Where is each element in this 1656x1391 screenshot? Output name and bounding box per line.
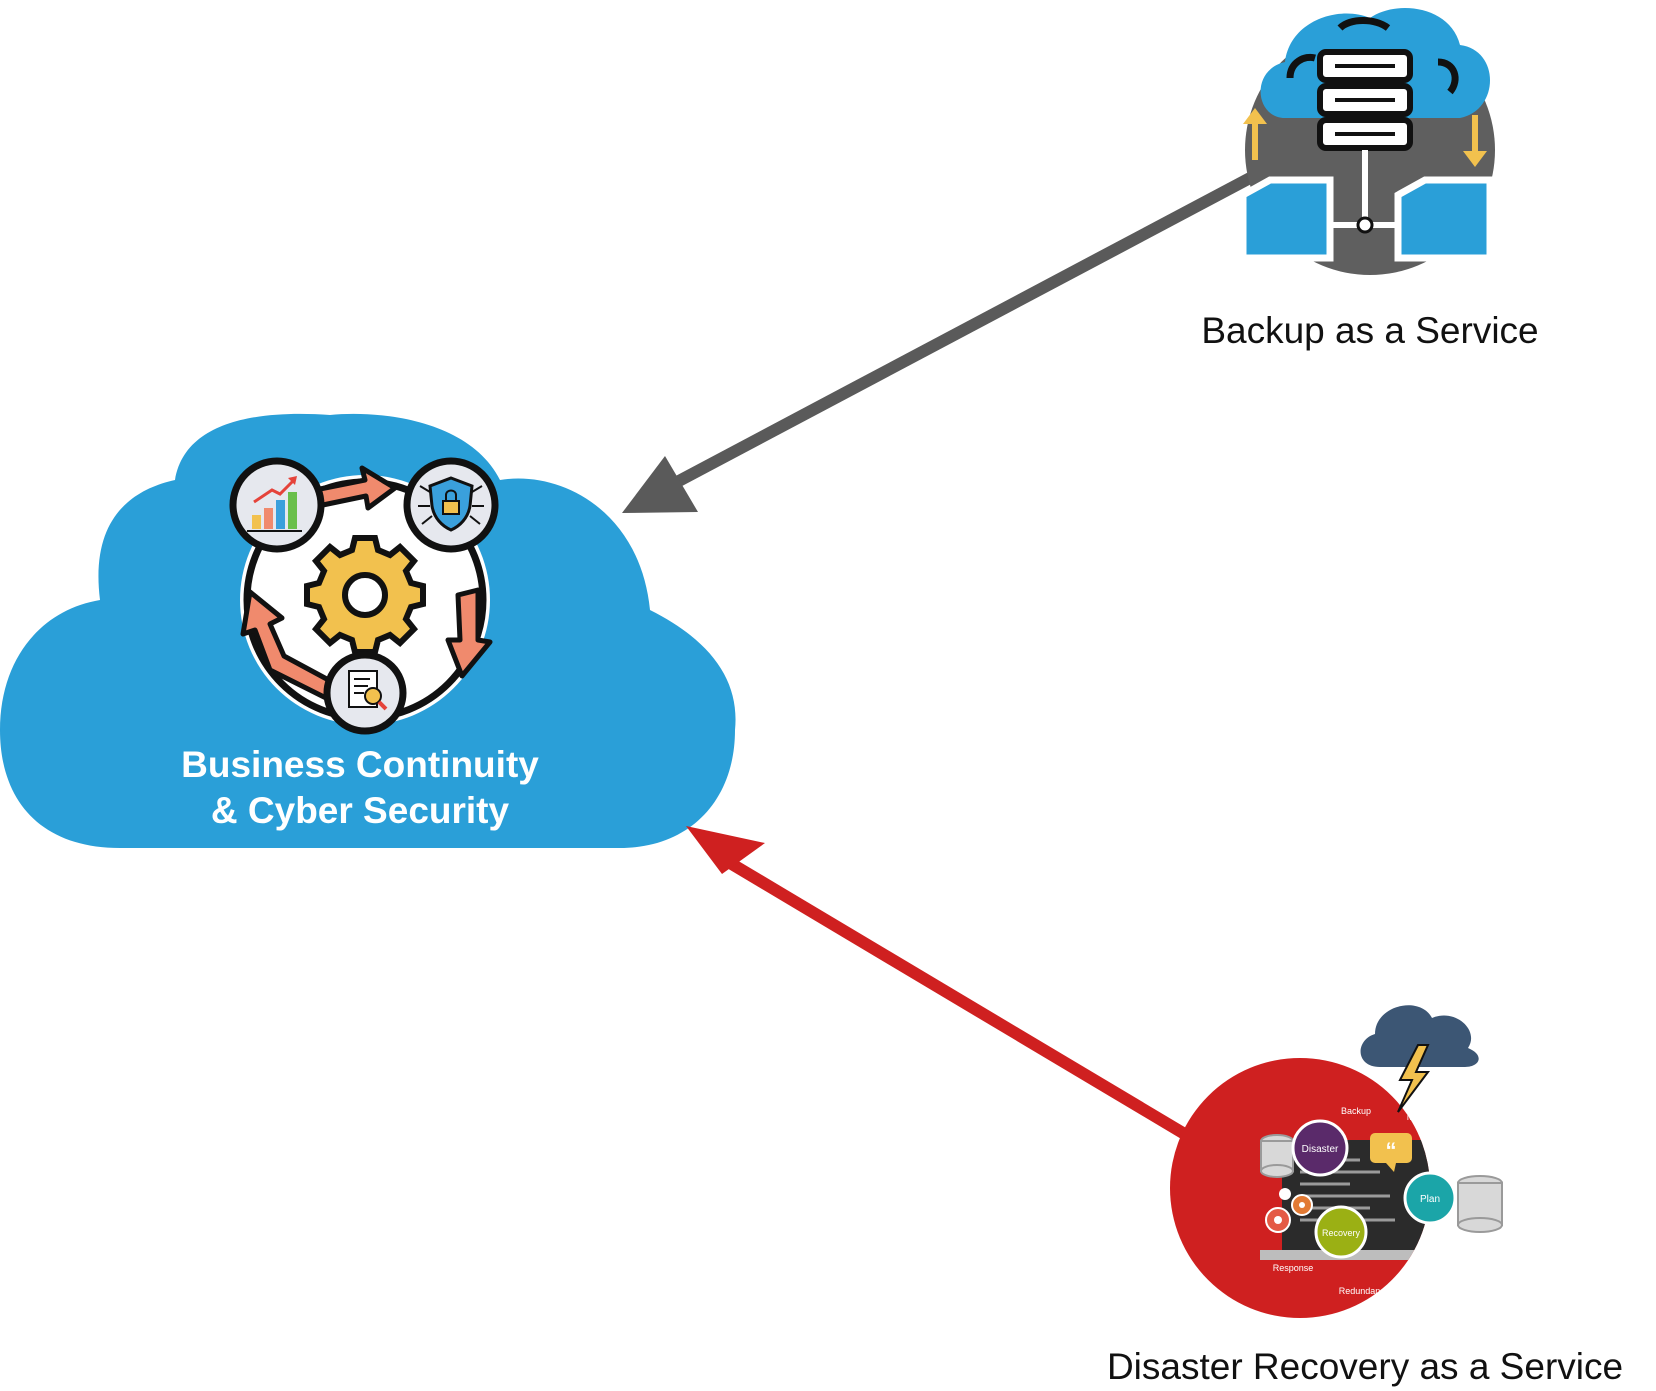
hub-title-line2: & Cyber Security (210, 790, 510, 831)
draas-word-mitigation: Mitigation (1407, 1112, 1446, 1122)
backup-service-icon (1239, 8, 1495, 275)
svg-text:“: “ (1386, 1138, 1397, 1163)
database-icon-left (1260, 1134, 1294, 1178)
draas-word-monitoring: Monitoring (1425, 1268, 1467, 1278)
security-shield-icon (403, 457, 499, 553)
hub-title: Business Continuity & Cyber Security (150, 742, 570, 834)
database-icon-right (1457, 1175, 1503, 1233)
draas-word-backup: Backup (1341, 1106, 1371, 1116)
speech-bubble-icon: “ (1370, 1133, 1412, 1172)
draas-word-redundancy: Redundancy (1339, 1286, 1390, 1296)
arrow-backup-to-hub (622, 172, 1253, 513)
hub-cloud (0, 413, 736, 848)
gear-icon (304, 535, 426, 655)
draas-service-icon: “ Disaster Plan Recovery Backup Mitigati… (1170, 1005, 1503, 1318)
growth-chart-icon (229, 457, 325, 553)
hub-title-line1: Business Continuity (181, 744, 539, 785)
storm-cloud-icon (1360, 1005, 1479, 1067)
recovery-disc (1314, 1205, 1368, 1259)
backup-service-label: Backup as a Service (1201, 310, 1539, 351)
draas-service-label: Disaster Recovery as a Service (1106, 1346, 1624, 1387)
arrow-draas-to-hub (686, 826, 1249, 1176)
audit-document-icon (323, 651, 407, 735)
draas-word-response: Response (1273, 1263, 1314, 1273)
cycle-arrows (240, 465, 493, 703)
lightning-icon (1397, 1044, 1430, 1113)
draas-word-disaster: Disaster (1302, 1144, 1339, 1155)
draas-word-recovery: Recovery (1322, 1228, 1361, 1238)
disaster-disc (1291, 1119, 1349, 1177)
gears-icon (1265, 1188, 1313, 1233)
draas-word-plan: Plan (1420, 1194, 1440, 1205)
plan-disc (1403, 1171, 1457, 1225)
